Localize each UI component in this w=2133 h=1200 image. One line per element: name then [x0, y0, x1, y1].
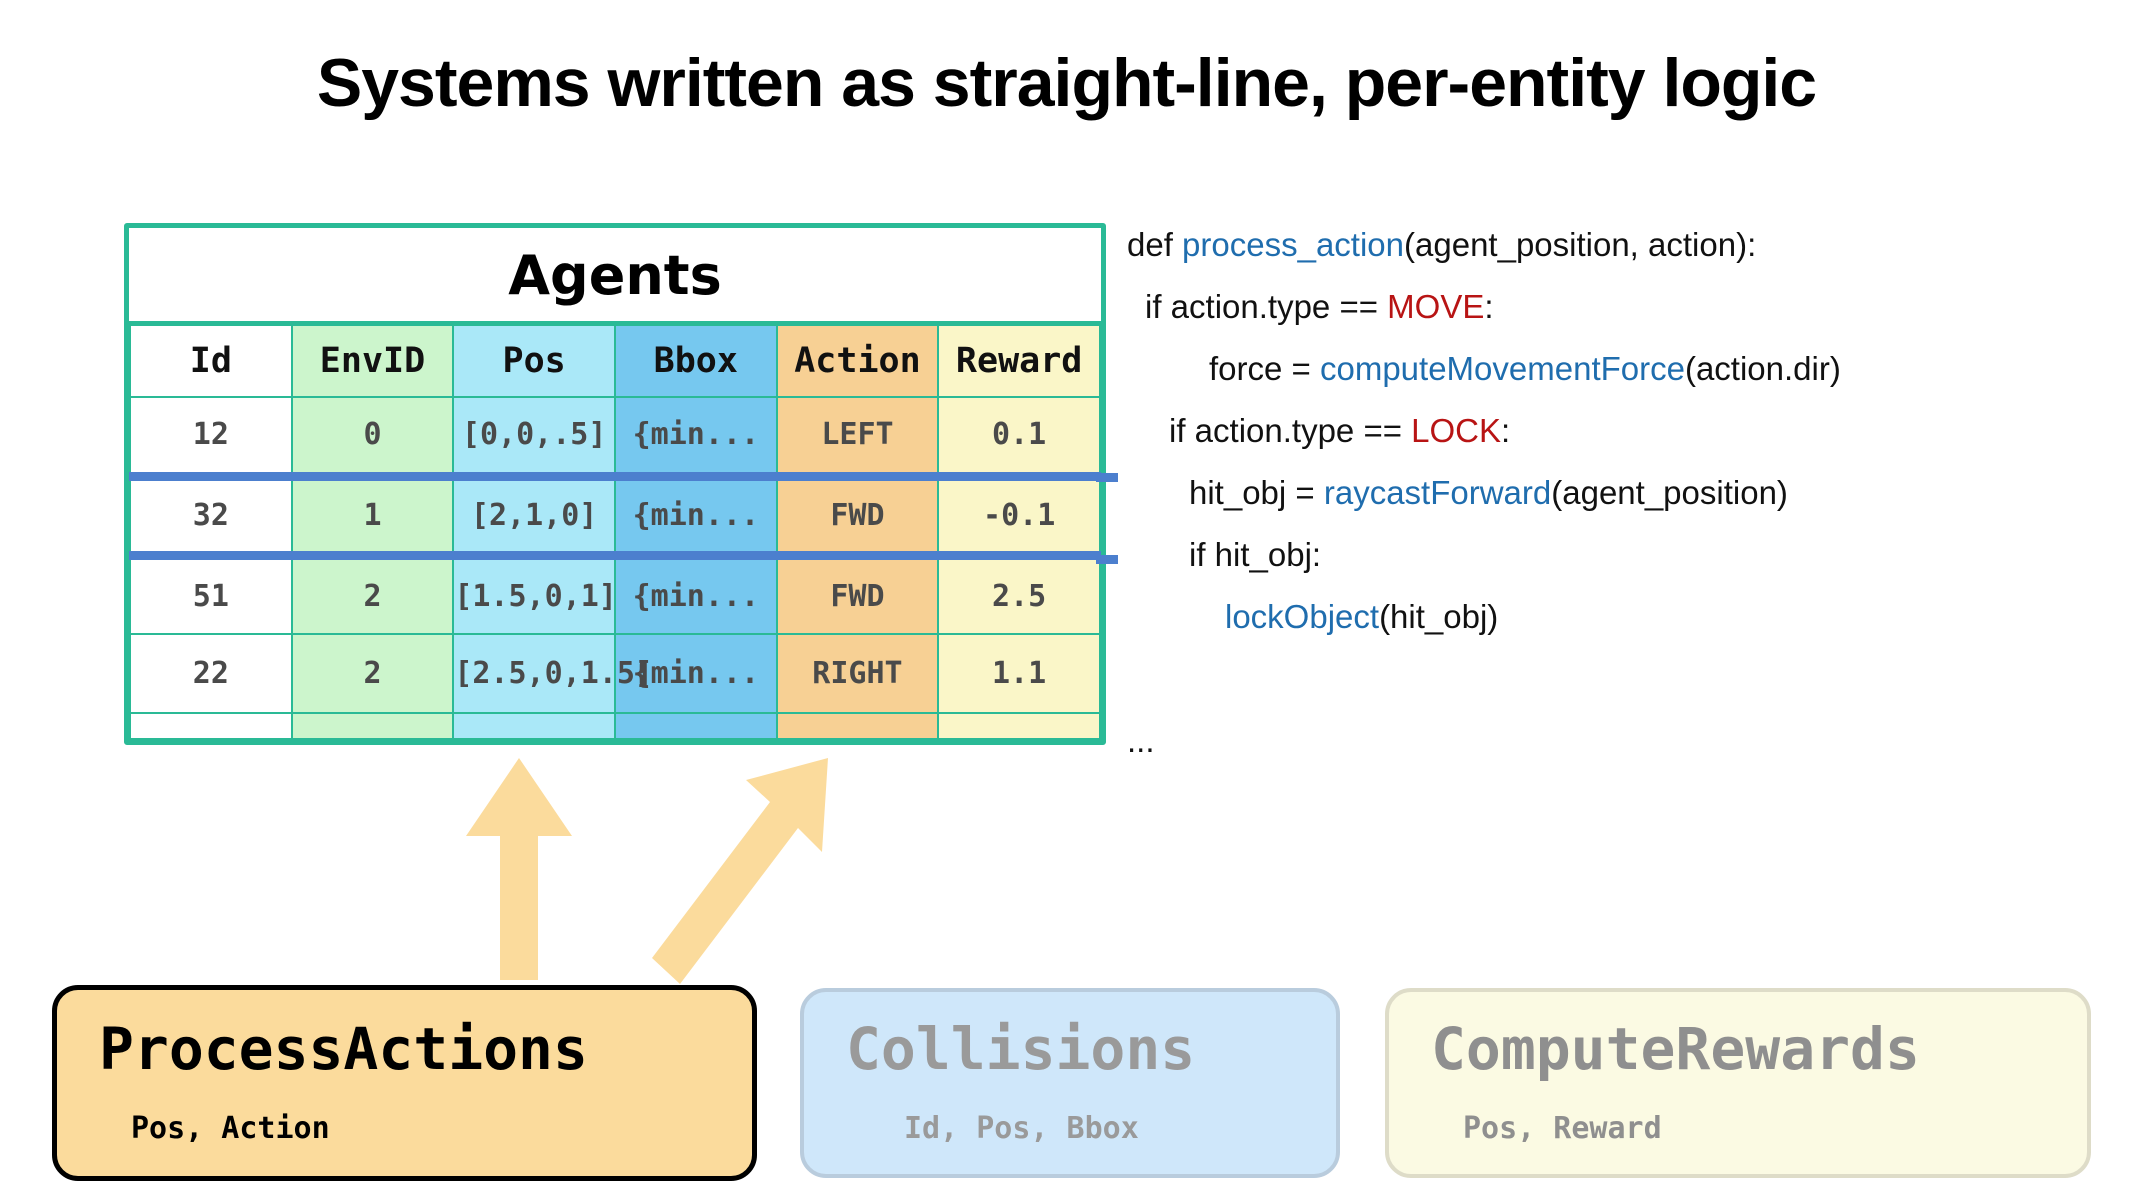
cell-pos: [2.5,0,1.5]	[452, 633, 653, 714]
cell-id: 32	[129, 475, 293, 560]
cell-action: FWD	[775, 475, 940, 560]
cell-reward: 0.1	[937, 396, 1101, 481]
system-fields: Id, Pos, Bbox	[904, 1111, 1139, 1146]
cell-empty	[775, 712, 940, 740]
cell-pos: [2,1,0]	[452, 475, 616, 560]
table-row: 12 0 [0,0,.5] {min... LEFT 0.1	[129, 396, 1101, 481]
code-line: if action.type == LOCK:	[1169, 412, 1511, 449]
column-header-id: Id	[129, 324, 293, 398]
cell-id: 22	[129, 633, 293, 714]
table-row: 32 1 [2,1,0] {min... FWD -0.1	[129, 475, 1101, 560]
cell-bbox: {min...	[613, 633, 778, 714]
arrow-diagonal-icon	[652, 758, 828, 984]
table-row: 22 2 [2.5,0,1.5] {min... RIGHT 1.1	[129, 633, 1101, 714]
code-snippet: def process_action(agent_position, actio…	[1127, 228, 2087, 786]
code-function-name: computeMovementForce	[1319, 350, 1685, 387]
cell-envid: 0	[290, 396, 455, 481]
code-line: hit_obj = raycastForward(agent_position)	[1189, 474, 1788, 511]
code-line: if action.type == MOVE:	[1145, 288, 1494, 325]
code-ellipsis: ...	[1127, 722, 1155, 759]
agents-table: Agents Id EnvID Pos Bbox Action Reward 1…	[124, 223, 1106, 745]
column-header-bbox: Bbox	[613, 324, 778, 398]
code-function-name: process_action	[1182, 226, 1405, 263]
system-box-compute-rewards[interactable]: ComputeRewards Pos, Reward	[1385, 988, 2091, 1178]
cell-reward: 2.5	[937, 554, 1101, 635]
cell-empty	[937, 712, 1101, 740]
code-line: force = computeMovementForce(action.dir)	[1209, 350, 1841, 387]
column-header-reward: Reward	[937, 324, 1101, 398]
code-keyword: MOVE	[1387, 288, 1485, 325]
cell-reward: 1.1	[937, 633, 1101, 714]
column-header-envid: EnvID	[290, 324, 455, 398]
system-title: ProcessActions	[99, 1015, 588, 1083]
cell-reward: -0.1	[937, 475, 1101, 560]
code-line-blank	[1127, 662, 2087, 724]
table-row-empty	[129, 712, 1101, 740]
table-row: 51 2 [1.5,0,1] {min... FWD 2.5	[129, 554, 1101, 635]
pos-column-arrow	[466, 758, 572, 980]
cell-bbox: {min...	[613, 396, 778, 481]
column-header-pos: Pos	[452, 324, 616, 398]
system-fields: Pos, Reward	[1463, 1111, 1662, 1146]
cell-bbox: {min...	[613, 554, 778, 635]
cell-envid: 2	[290, 633, 455, 714]
cell-action: FWD	[775, 554, 940, 635]
code-function-name: raycastForward	[1323, 474, 1552, 511]
code-line: if hit_obj:	[1189, 536, 1322, 573]
cell-pos: [0,0,.5]	[452, 396, 616, 481]
system-title: ComputeRewards	[1431, 1015, 1920, 1083]
column-header-action: Action	[775, 324, 940, 398]
system-title: Collisions	[846, 1015, 1196, 1083]
system-fields: Pos, Action	[131, 1111, 330, 1146]
cell-id: 51	[129, 554, 293, 635]
cell-empty	[129, 712, 293, 740]
cell-pos: [1.5,0,1]	[452, 554, 617, 635]
cell-envid: 2	[290, 554, 455, 635]
cell-empty	[452, 712, 616, 740]
system-box-collisions[interactable]: Collisions Id, Pos, Bbox	[800, 988, 1340, 1178]
cell-empty	[290, 712, 455, 740]
code-keyword: LOCK	[1411, 412, 1502, 449]
system-box-process-actions[interactable]: ProcessActions Pos, Action	[52, 985, 757, 1181]
page-title: Systems written as straight-line, per-en…	[316, 45, 1817, 121]
arrow-up-icon	[466, 758, 572, 980]
cell-empty	[613, 712, 778, 740]
cell-id: 12	[129, 396, 293, 481]
code-function-name: lockObject	[1225, 598, 1380, 635]
row-separator-highlight	[1096, 473, 1118, 482]
cell-action: RIGHT	[775, 633, 940, 714]
agents-grid: Id EnvID Pos Bbox Action Reward 12 0 [0,…	[129, 324, 1101, 740]
cell-bbox: {min...	[613, 475, 778, 560]
cell-action: LEFT	[775, 396, 940, 481]
row-separator-highlight	[1096, 555, 1118, 564]
code-line: def process_action(agent_position, actio…	[1127, 226, 1757, 263]
code-line: lockObject(hit_obj)	[1225, 598, 1499, 635]
table-caption: Agents	[129, 228, 1101, 324]
action-column-arrow	[652, 758, 828, 984]
cell-envid: 1	[290, 475, 455, 560]
table-header-row: Id EnvID Pos Bbox Action Reward	[129, 324, 1101, 398]
